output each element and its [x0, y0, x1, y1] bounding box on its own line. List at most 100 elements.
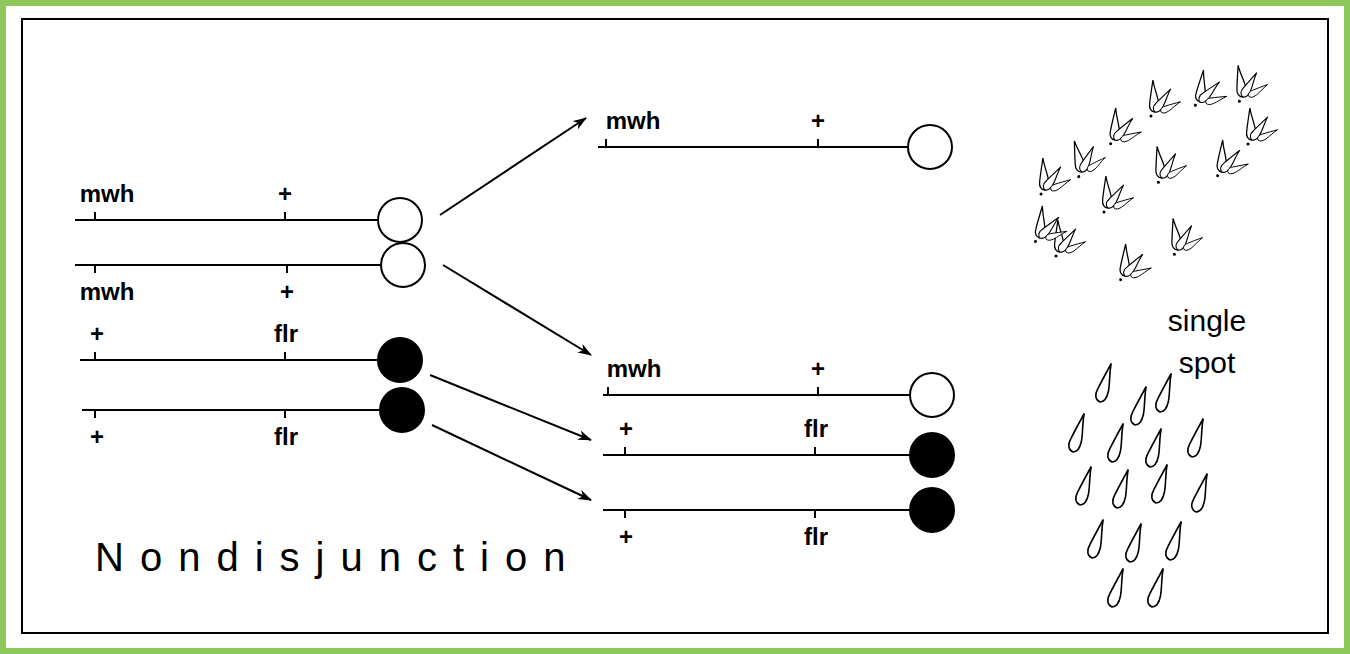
- single-hair: [1106, 422, 1126, 464]
- chromosome-outline: [72, 315, 424, 405]
- chromosome-arm: [603, 394, 910, 396]
- locus-label-holder: +: [90, 425, 104, 449]
- locus-tick: [94, 410, 96, 418]
- locus-tick: [284, 410, 286, 418]
- locus-label: +: [811, 109, 825, 133]
- hair-tuft: [1146, 80, 1181, 118]
- locus-tick: [94, 212, 96, 220]
- locus-label: mwh: [80, 280, 135, 304]
- locus-tick: [814, 510, 816, 518]
- locus-label-holder: +: [619, 417, 633, 441]
- arrow: [440, 118, 586, 215]
- inner-frame: [22, 19, 1328, 633]
- locus-label: mwh: [606, 109, 661, 133]
- chromosome: + flr: [74, 365, 426, 455]
- centromere: [381, 243, 425, 287]
- chromosome: mwh +: [595, 350, 956, 440]
- locus-label-holder: mwh: [80, 182, 135, 206]
- centromere: [910, 373, 954, 417]
- spot-type-label: single spot: [1150, 300, 1264, 384]
- hair-tuft: [1116, 243, 1155, 284]
- chromosome: mwh +: [67, 220, 427, 310]
- chromosome-outline: [74, 365, 426, 455]
- locus-label: flr: [274, 425, 298, 449]
- locus-label: +: [811, 357, 825, 381]
- chromosome: mwh +: [67, 175, 424, 265]
- locus-label: +: [278, 182, 292, 206]
- single-hair: [1154, 372, 1174, 414]
- mechanism-title-holder: Nondisjunction: [95, 533, 695, 581]
- locus-tick: [814, 447, 816, 455]
- centromere: [378, 198, 422, 242]
- locus-label-holder: flr: [804, 417, 828, 441]
- locus-tick: [624, 447, 626, 455]
- locus-label-holder: flr: [274, 425, 298, 449]
- hair-tuft: [1166, 215, 1205, 256]
- locus-label-holder: flr: [804, 525, 828, 549]
- chromosome-arm: [603, 509, 910, 511]
- chromosome: + flr: [595, 410, 956, 500]
- chromosome-outline: [595, 465, 956, 555]
- locus-label-holder: mwh: [80, 280, 135, 304]
- chromosome: + flr: [595, 465, 956, 555]
- outer-frame: [3, 3, 1347, 651]
- hair-tuft: [1030, 205, 1070, 247]
- single-hair: [1129, 385, 1149, 427]
- single-hair: [1190, 472, 1210, 514]
- hair-tuft: [1106, 107, 1145, 148]
- centromere: [378, 338, 422, 382]
- hair-tuft: [1231, 62, 1270, 103]
- locus-label-holder: +: [90, 322, 104, 346]
- locus-tick: [286, 265, 288, 273]
- spot-type-label-holder: single spot: [1150, 300, 1264, 384]
- locus-label-holder: +: [280, 280, 294, 304]
- chromosome-arm: [82, 409, 380, 411]
- locus-tick: [605, 139, 607, 147]
- centromere: [910, 488, 954, 532]
- arrow: [430, 375, 591, 440]
- single-hair: [1146, 567, 1166, 609]
- single-hair: [1074, 465, 1094, 507]
- hair-tuft: [1036, 158, 1071, 196]
- chromosome-arm: [75, 219, 378, 221]
- locus-label: flr: [274, 322, 298, 346]
- chromosome-arm: [75, 264, 381, 266]
- locus-label-holder: mwh: [606, 109, 661, 133]
- locus-label: +: [619, 525, 633, 549]
- single-hair: [1164, 520, 1184, 562]
- arrow: [432, 425, 591, 500]
- single-hair: [1106, 567, 1126, 609]
- locus-tick: [94, 265, 96, 273]
- locus-label-holder: +: [811, 357, 825, 381]
- locus-tick: [94, 352, 96, 360]
- chromosome-outline: [595, 410, 956, 500]
- centromere: [908, 125, 952, 169]
- single-hair: [1186, 417, 1206, 459]
- single-hair: [1094, 362, 1114, 404]
- centromere: [380, 388, 424, 432]
- locus-label: +: [619, 417, 633, 441]
- hair-tuft: [1213, 139, 1252, 180]
- locus-label: flr: [804, 417, 828, 441]
- chromosome-arm: [603, 454, 910, 456]
- chromosome: mwh +: [590, 102, 954, 192]
- hair-tuft: [1243, 108, 1278, 146]
- single-hair: [1124, 522, 1144, 564]
- locus-label: flr: [804, 525, 828, 549]
- locus-tick: [817, 139, 819, 147]
- arrow: [443, 265, 591, 355]
- chromosome-arm: [80, 359, 378, 361]
- locus-label: +: [90, 322, 104, 346]
- chromosome-arm: [598, 146, 908, 148]
- locus-tick: [607, 387, 609, 395]
- hair-tuft: [1099, 176, 1134, 214]
- centromere: [910, 433, 954, 477]
- locus-label: +: [280, 280, 294, 304]
- locus-label-holder: mwh: [607, 357, 662, 381]
- locus-label: +: [90, 425, 104, 449]
- locus-label-holder: +: [811, 109, 825, 133]
- locus-tick: [624, 510, 626, 518]
- locus-tick: [817, 387, 819, 395]
- chromosome: + flr: [72, 315, 424, 405]
